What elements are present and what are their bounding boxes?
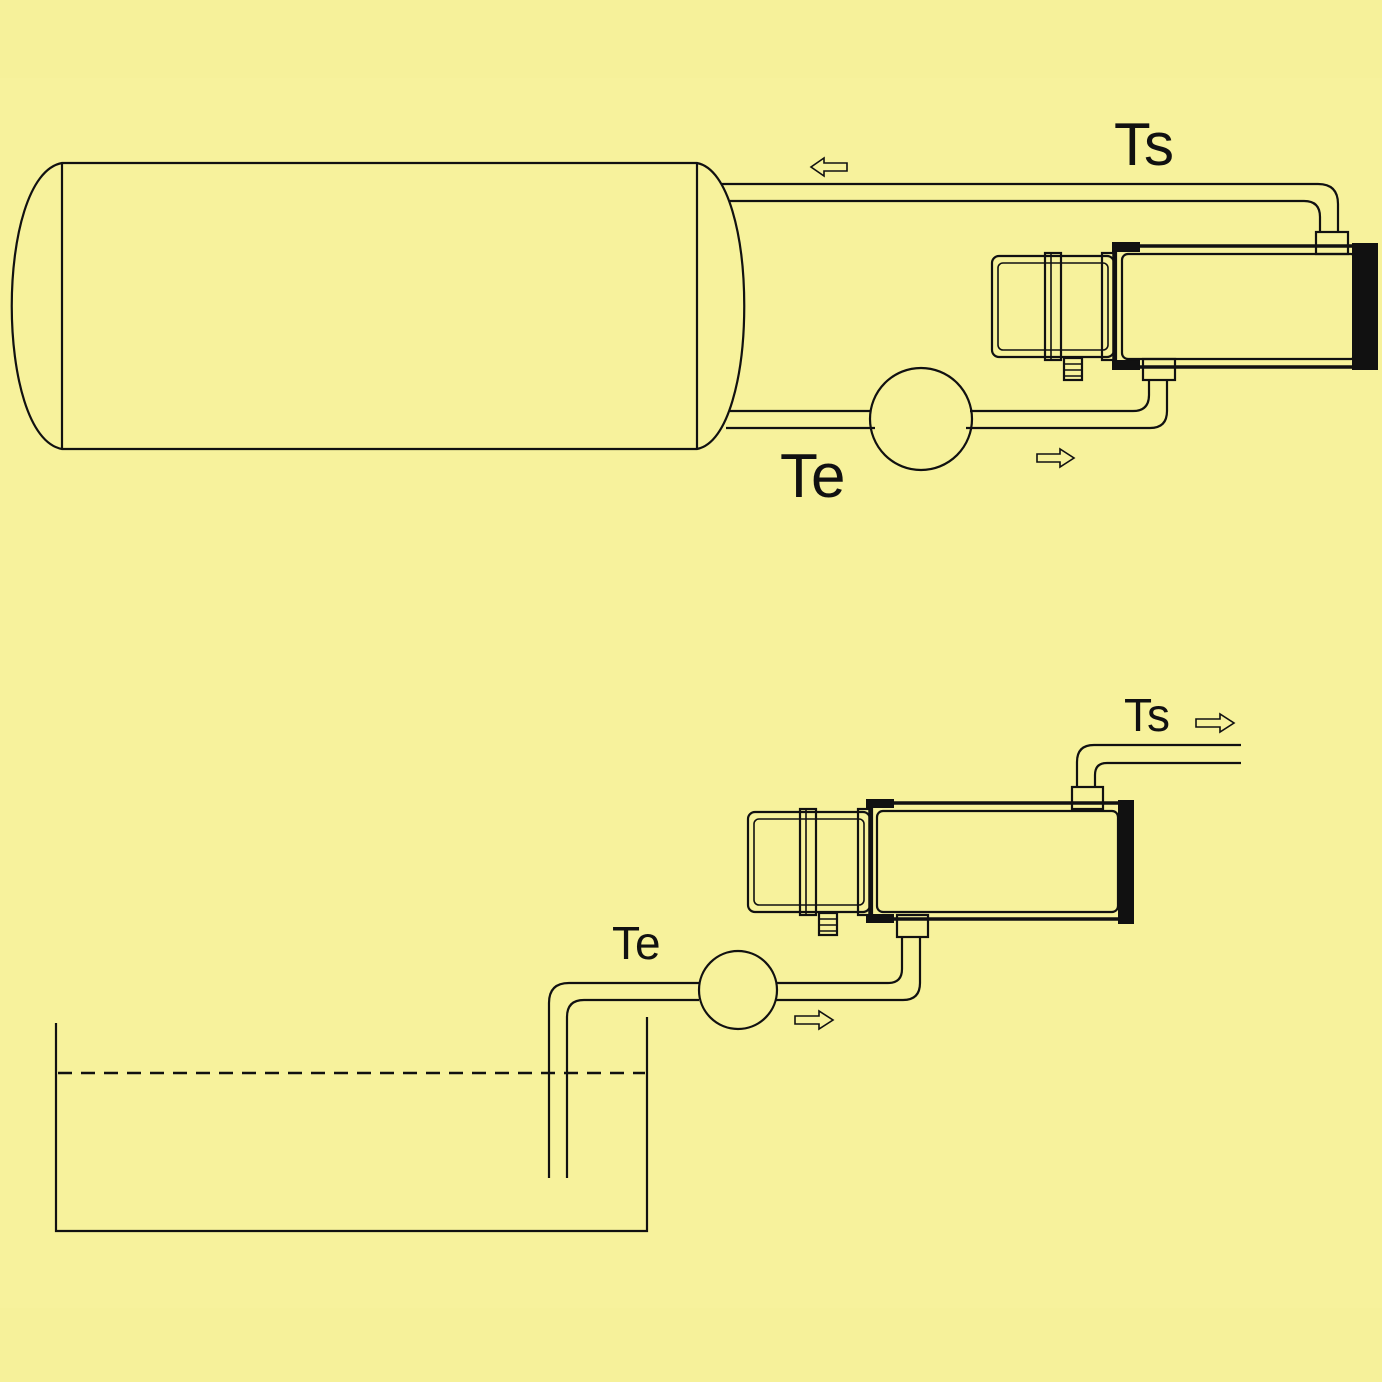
flow-arrow-right-icon xyxy=(794,1009,835,1031)
suction-pipe xyxy=(547,981,700,1178)
flow-arrow-left-icon xyxy=(809,156,848,178)
storage-tank xyxy=(10,161,746,451)
inlet-temperature-label: Te xyxy=(612,917,661,969)
inlet-pipe xyxy=(776,937,922,1002)
outlet-temperature-label: Ts xyxy=(1114,111,1174,178)
flow-arrow-right-icon xyxy=(1036,447,1076,469)
outlet-pipe xyxy=(1075,743,1241,787)
pump-icon xyxy=(697,949,779,1031)
outlet-pipe xyxy=(722,182,1340,232)
outlet-temperature-label: Ts xyxy=(1124,689,1170,741)
heater-control-head xyxy=(990,251,1118,382)
open-basin xyxy=(54,1017,649,1233)
pump-icon xyxy=(868,366,974,472)
top-diagram: Ts Te xyxy=(10,111,1378,511)
inlet-pipe xyxy=(726,380,1169,430)
heater-control-head xyxy=(746,807,874,937)
flow-arrow-right-icon xyxy=(1195,712,1236,734)
bottom-diagram: Ts Te xyxy=(54,689,1241,1233)
inlet-temperature-label: Te xyxy=(780,442,845,511)
panel-area xyxy=(0,78,1382,1308)
